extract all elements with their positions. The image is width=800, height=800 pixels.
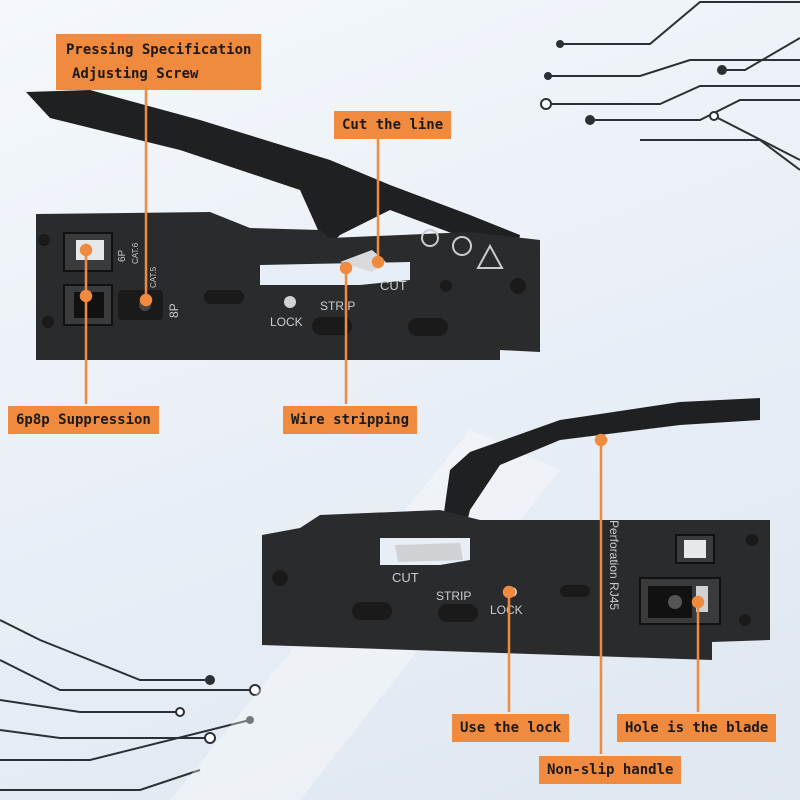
bottom-handle bbox=[440, 398, 760, 550]
callout-use-the-lock: Use the lock bbox=[452, 714, 570, 742]
top-cut-label: CUT bbox=[380, 278, 407, 293]
callout-pressing-spec-line1: Pressing Specification bbox=[66, 42, 252, 58]
callout-pressing-spec: Pressing Specification Adjusting Screw bbox=[56, 34, 262, 90]
callout-non-slip-handle: Non-slip handle bbox=[539, 756, 682, 784]
top-lock-label: LOCK bbox=[270, 315, 303, 329]
bottom-cut-label: CUT bbox=[392, 570, 419, 585]
top-cat5-label: CAT.5 bbox=[149, 266, 158, 288]
top-cat6-label: CAT.6 bbox=[131, 242, 140, 264]
top-8p-label: 8P bbox=[167, 303, 181, 318]
callout-wire-stripping: Wire stripping bbox=[283, 406, 418, 434]
top-handle bbox=[26, 90, 520, 260]
callout-pressing-spec-line2: Adjusting Screw bbox=[72, 66, 199, 82]
callout-cut-the-line: Cut the line bbox=[334, 111, 452, 139]
callout-6p8p-suppression: 6p8p Suppression bbox=[8, 406, 159, 434]
top-6p-label: 6P bbox=[117, 249, 128, 262]
circuit-lines-top-right bbox=[540, 1, 800, 171]
callout-hole-is-blade: Hole is the blade bbox=[617, 714, 777, 742]
bottom-strip-label: STRIP bbox=[436, 589, 471, 603]
bottom-brand-label: Perforation RJ45 bbox=[607, 520, 621, 610]
bottom-lock-label: LOCK bbox=[490, 603, 523, 617]
circuit-lines-bottom-left bbox=[0, 619, 261, 791]
